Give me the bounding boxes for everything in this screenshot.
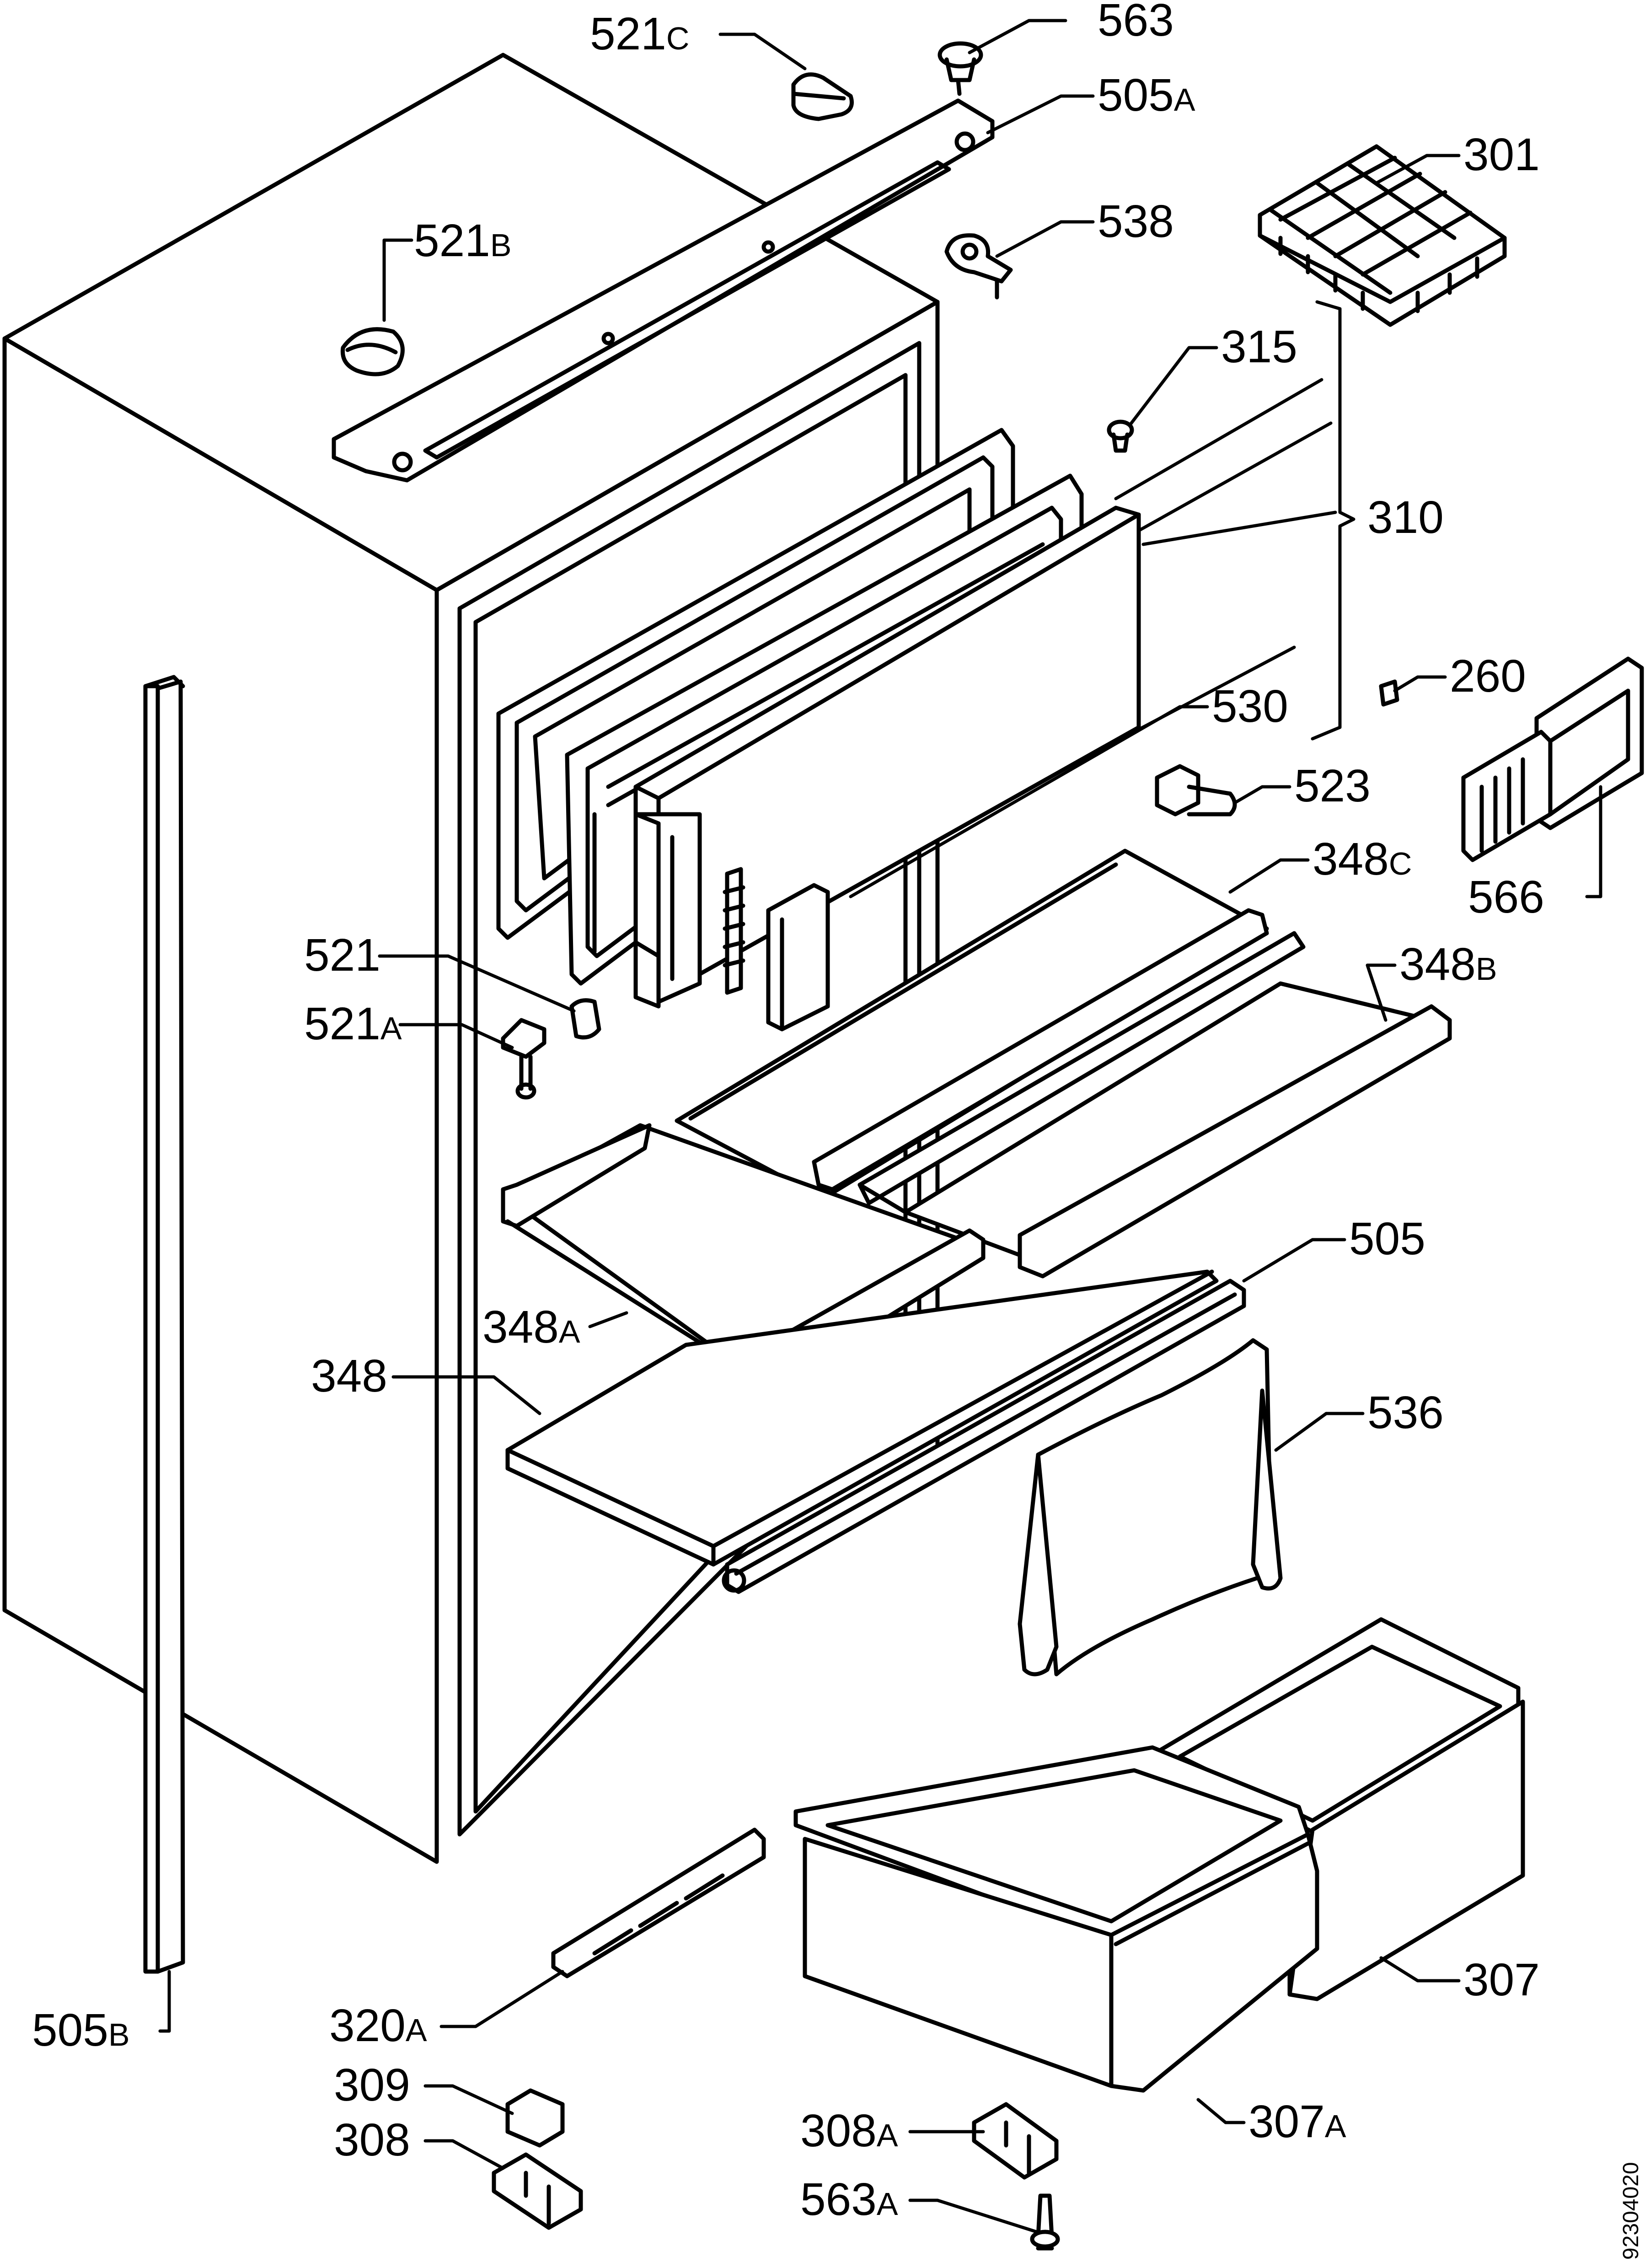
label-536: 536 (1367, 1387, 1444, 1438)
label-348a: 348A (482, 1301, 580, 1353)
document-number: 92304020 (1619, 2162, 1643, 2260)
label-521a: 521A (304, 998, 402, 1049)
label-521: 521 (304, 930, 380, 981)
shelf-348c (675, 849, 1269, 1201)
pin-315 (1107, 419, 1134, 453)
door-bin-307a (793, 1745, 1319, 2093)
screw-563 (938, 41, 983, 96)
label-563: 563 (1098, 0, 1174, 46)
door-trim-505b (143, 675, 185, 1974)
label-566: 566 (1468, 871, 1544, 923)
door-hinge-strip (723, 867, 745, 995)
clip-260 (1379, 679, 1399, 707)
label-523: 523 (1294, 760, 1371, 812)
label-530: 530 (1212, 681, 1288, 732)
clip-309 (505, 2088, 565, 2148)
rail-320a (551, 1827, 766, 1978)
ice-tray-301 (1258, 144, 1507, 327)
label-348c: 348C (1312, 833, 1412, 885)
top-cap-521c (791, 72, 854, 121)
label-521c: 521C (590, 8, 689, 59)
label-348b: 348B (1399, 939, 1497, 990)
label-307a: 307A (1248, 2096, 1346, 2147)
label-538: 538 (1098, 196, 1174, 247)
label-521b: 521B (414, 215, 512, 266)
leader-lines (158, 19, 1602, 2234)
label-505b: 505B (32, 2005, 130, 2056)
lamp-holder-523 (1155, 764, 1237, 817)
door-handle (766, 883, 830, 1032)
label-308a: 308A (800, 2105, 898, 2156)
label-309: 309 (334, 2059, 410, 2111)
cabinet-body (2, 53, 940, 1864)
bracket-308a (972, 2102, 1059, 2180)
ice-scraper-566 (1461, 656, 1644, 862)
bracket-308 (492, 2152, 583, 2230)
label-308: 308 (334, 2114, 410, 2166)
label-505: 505 (1349, 1213, 1425, 1264)
bracket-310 (1311, 300, 1355, 741)
label-563a: 563A (800, 2174, 898, 2225)
latch-521a (501, 1018, 546, 1100)
door-seal-505 (722, 1279, 1246, 1594)
label-505a: 505A (1098, 70, 1195, 121)
label-260: 260 (1450, 650, 1526, 702)
latch-521 (569, 998, 601, 1040)
label-301: 301 (1463, 129, 1540, 180)
shelf-348b (857, 931, 1452, 1279)
freezer-door-panel (633, 505, 1141, 1009)
label-348: 348 (311, 1350, 387, 1402)
cap-521b (340, 327, 405, 376)
bottle-divider-536 (1018, 1338, 1283, 1677)
label-320a: 320A (329, 2000, 427, 2051)
hinge-pin-538 (944, 233, 1013, 300)
labels: 521C 563 505A 301 521B 538 315 310 260 5… (32, 0, 1643, 2260)
label-315: 315 (1221, 321, 1297, 372)
label-307: 307 (1463, 1954, 1540, 2005)
top-hinge-bracket (332, 98, 995, 483)
screw-563a (1030, 2193, 1060, 2251)
shelf-348 (505, 1269, 1219, 1567)
label-310: 310 (1367, 492, 1444, 543)
